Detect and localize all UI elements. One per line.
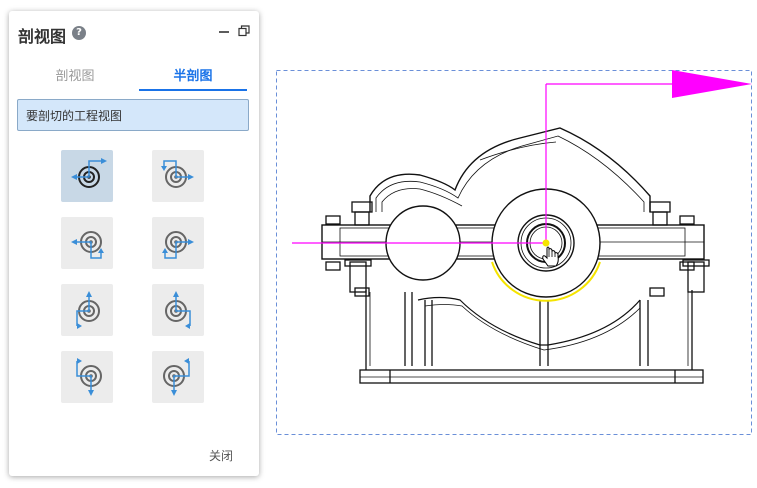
- view-selector[interactable]: 要剖切的工程视图: [17, 99, 249, 131]
- half-section-up-right-icon: [163, 358, 190, 396]
- highlight-arc: [491, 261, 601, 302]
- option-half-section-right-down[interactable]: [61, 217, 113, 269]
- half-section-left-up-icon: [161, 160, 194, 188]
- half-section-down-right-icon: [165, 291, 191, 329]
- option-half-section-left-down[interactable]: [152, 217, 204, 269]
- section-arrow-icon: [672, 70, 752, 98]
- tab-section-view[interactable]: 剖视图: [55, 69, 95, 84]
- minimize-icon[interactable]: [217, 24, 231, 38]
- gearbox-view: [321, 127, 710, 384]
- section-center-point: [542, 239, 550, 247]
- restore-icon[interactable]: [237, 24, 251, 38]
- section-line: [292, 83, 672, 244]
- section-view-panel: 剖视图 ? 剖视图 半剖图 要剖切的工程视图: [9, 11, 259, 476]
- option-half-section-up-right[interactable]: [152, 351, 204, 403]
- option-half-section-down-left[interactable]: [61, 284, 113, 336]
- half-section-down-left-icon: [76, 291, 100, 329]
- hand-cursor-icon: [542, 246, 559, 267]
- half-section-right-down-icon: [71, 231, 104, 259]
- help-icon[interactable]: ?: [72, 26, 86, 40]
- option-half-section-left-up[interactable]: [152, 150, 204, 202]
- tab-half-section[interactable]: 半剖图: [139, 67, 247, 91]
- close-button[interactable]: 关闭: [209, 449, 234, 463]
- half-section-up-left-icon: [76, 358, 102, 396]
- half-section-left-down-icon: [162, 231, 194, 259]
- option-half-section-right-up[interactable]: [61, 150, 113, 202]
- option-half-section-down-right[interactable]: [152, 284, 204, 336]
- panel-title: 剖视图: [18, 27, 67, 46]
- option-half-section-up-left[interactable]: [61, 351, 113, 403]
- half-section-right-up-icon: [71, 158, 107, 188]
